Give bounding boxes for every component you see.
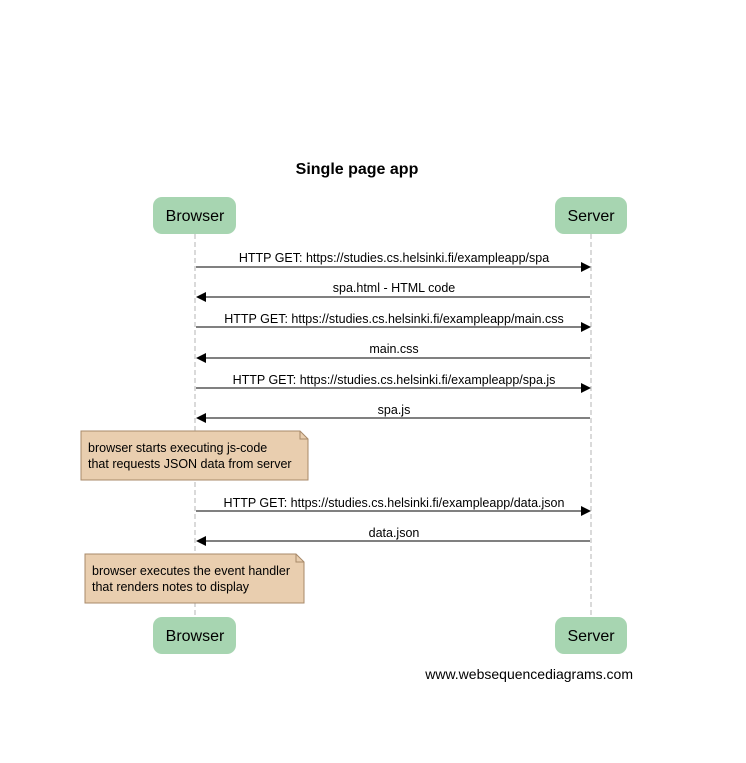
footer-watermark: www.websequencediagrams.com: [424, 666, 633, 682]
note-line: that renders notes to display: [92, 580, 250, 594]
server-actor-label: Server: [567, 628, 615, 645]
note-2: browser executes the event handler that …: [84, 553, 305, 604]
message-label: HTTP GET: https://studies.cs.helsinki.fi…: [233, 373, 556, 387]
message-label: main.css: [369, 342, 418, 356]
note-line: browser starts executing js-code: [88, 441, 267, 455]
message-label: HTTP GET: https://studies.cs.helsinki.fi…: [239, 251, 549, 265]
message-1: HTTP GET: https://studies.cs.helsinki.fi…: [196, 251, 591, 272]
message-label: data.json: [369, 526, 420, 540]
message-2: spa.html - HTML code: [196, 281, 590, 302]
message-label: HTTP GET: https://studies.cs.helsinki.fi…: [224, 312, 563, 326]
server-actor-bottom: Server: [555, 617, 627, 654]
message-3: HTTP GET: https://studies.cs.helsinki.fi…: [196, 312, 591, 332]
message-6: spa.js: [196, 403, 590, 423]
note-line: that requests JSON data from server: [88, 457, 292, 471]
note-line: browser executes the event handler: [92, 564, 290, 578]
message-label: spa.html - HTML code: [333, 281, 456, 295]
message-label: spa.js: [378, 403, 411, 417]
server-actor-top: Server: [555, 197, 627, 234]
browser-actor-label: Browser: [166, 628, 225, 645]
message-4: main.css: [196, 342, 590, 363]
diagram-title: Single page app: [296, 161, 419, 178]
browser-actor-top: Browser: [153, 197, 236, 234]
browser-actor-label: Browser: [166, 208, 225, 225]
message-5: HTTP GET: https://studies.cs.helsinki.fi…: [196, 373, 591, 393]
browser-actor-bottom: Browser: [153, 617, 236, 654]
server-actor-label: Server: [567, 208, 615, 225]
message-label: HTTP GET: https://studies.cs.helsinki.fi…: [224, 496, 565, 510]
message-7: HTTP GET: https://studies.cs.helsinki.fi…: [196, 496, 591, 516]
note-1: browser starts executing js-code that re…: [80, 430, 309, 481]
message-8: data.json: [196, 526, 590, 546]
